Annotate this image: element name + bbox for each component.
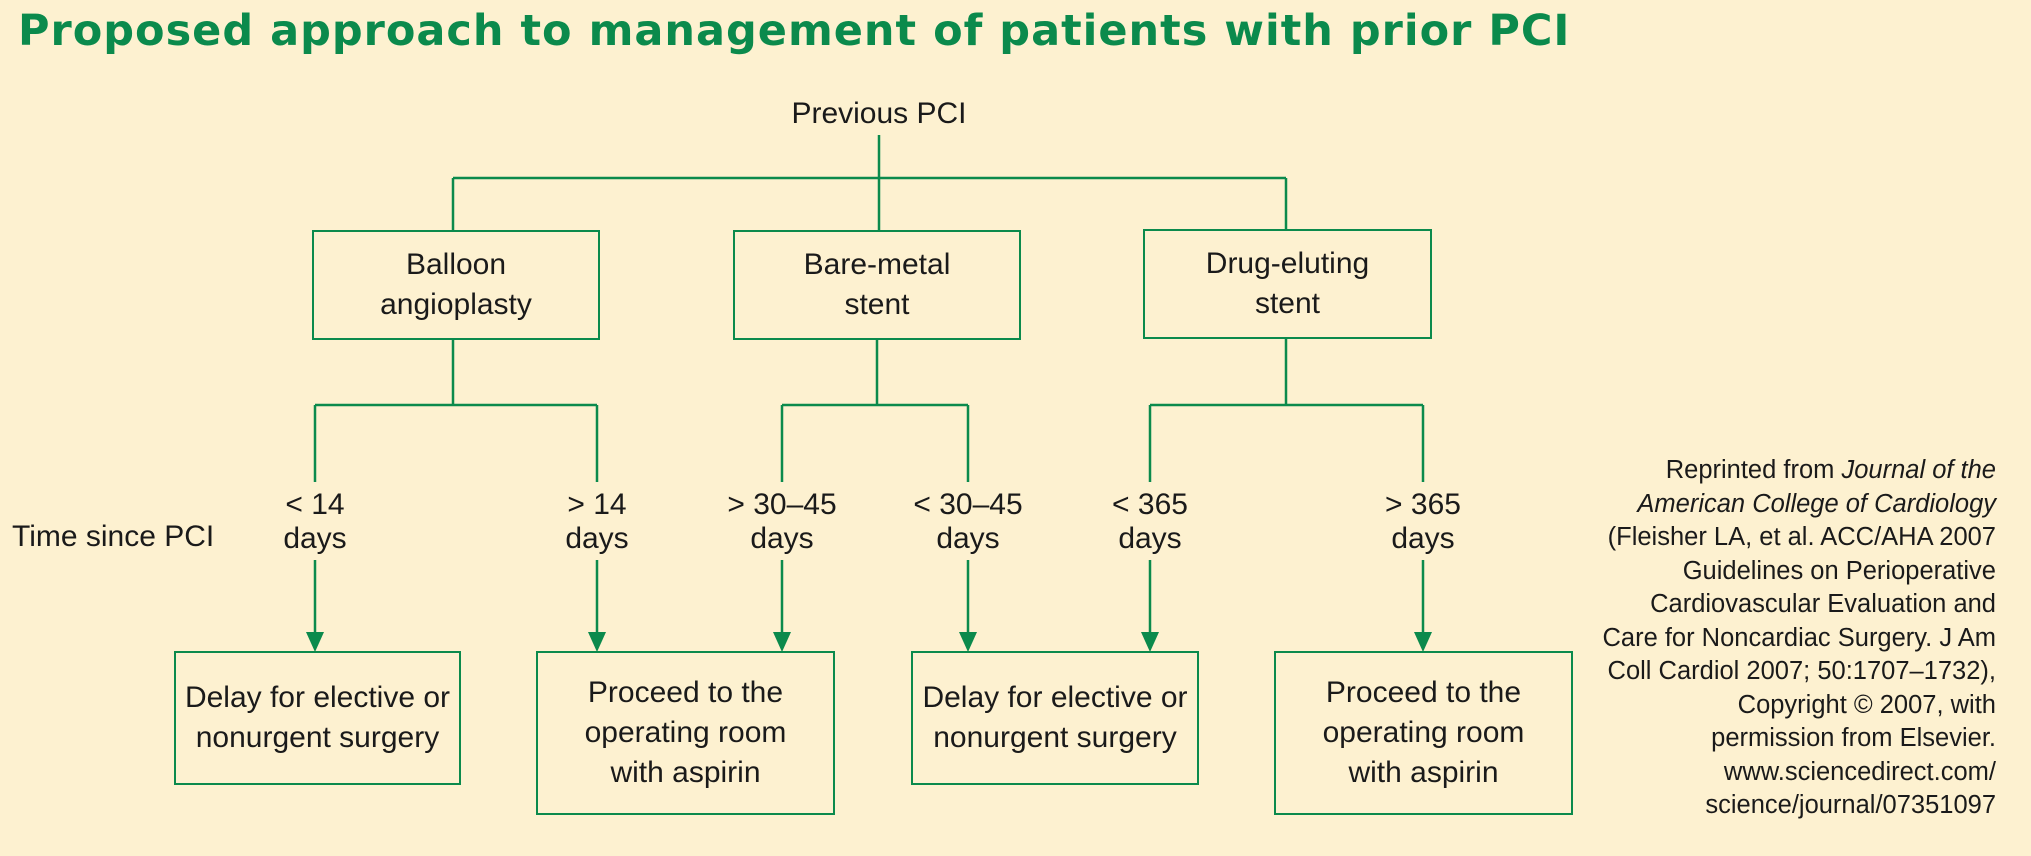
root-node-previous-pci: Previous PCI	[791, 97, 967, 130]
node-bare-metal-stent: Bare-metal stent	[733, 230, 1021, 340]
node-label: Balloon	[405, 248, 507, 281]
node-label: angioplasty	[380, 288, 532, 321]
reprint-credit: Reprinted from Journal of the American C…	[1602, 456, 1996, 819]
node-label: Bare-metal	[803, 248, 951, 281]
node-label: Drug-eluting	[1205, 247, 1370, 280]
node-drug-eluting-stent: Drug-eluting stent	[1143, 229, 1432, 339]
node-label: stent	[1254, 287, 1321, 320]
node-label: stent	[844, 288, 910, 321]
row-label-time-since-pci: Time since PCI	[12, 520, 215, 553]
page-title: Proposed approach to management of patie…	[18, 6, 1571, 56]
node-balloon-angioplasty: Balloon angioplasty	[312, 230, 600, 340]
